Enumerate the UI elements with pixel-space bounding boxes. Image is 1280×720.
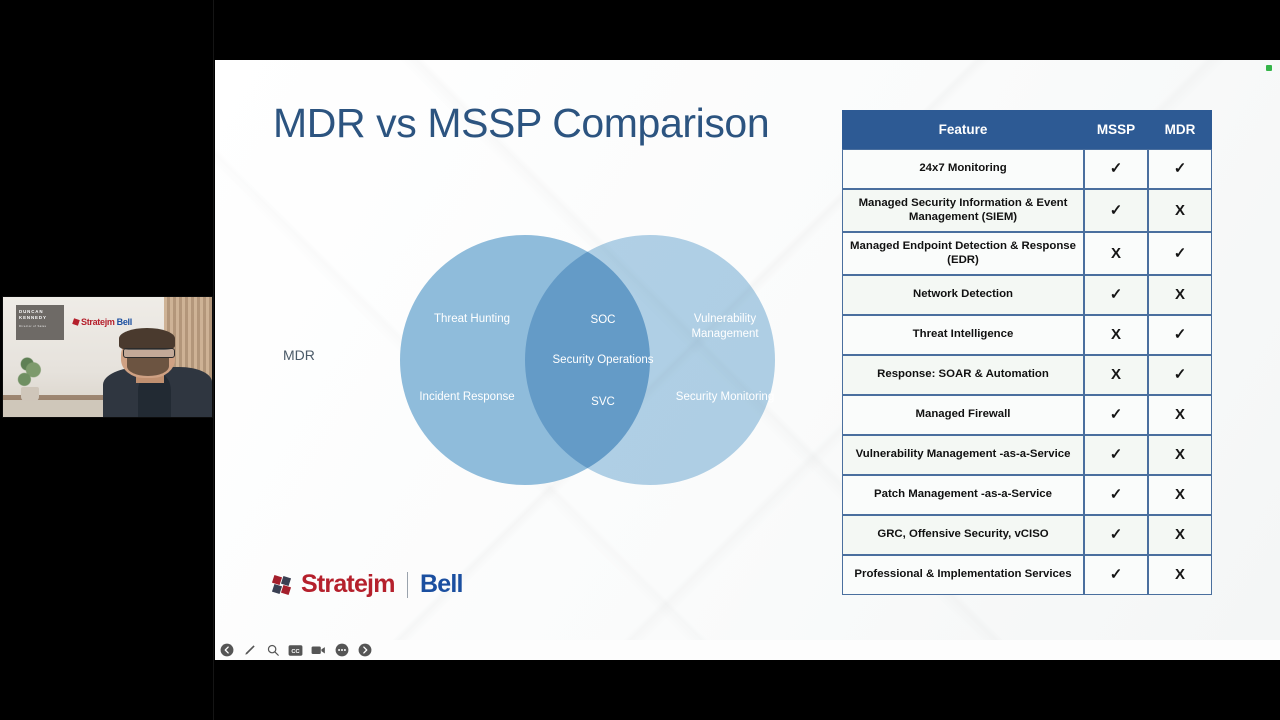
table-row: Network Detection✓X [842,275,1212,315]
search-icon[interactable] [265,643,280,658]
cell-mdr: X [1148,275,1212,315]
cell-mdr: X [1148,515,1212,555]
cell-feature: Managed Endpoint Detection & Response (E… [842,232,1084,275]
table-row: Vulnerability Management -as-a-Service✓X [842,435,1212,475]
cell-mssp: X [1084,355,1148,395]
table-row: Professional & Implementation Services✓X [842,555,1212,595]
cell-mdr: ✓ [1148,232,1212,275]
presenter-first-name: DUNCAN [19,309,44,314]
venn-diagram: MDR MSSP Threat Hunting Incident Respons… [275,235,935,490]
table-row: GRC, Offensive Security, vCISO✓X [842,515,1212,555]
cell-feature: GRC, Offensive Security, vCISO [842,515,1084,555]
cell-mdr: X [1148,435,1212,475]
comparison-table: Feature MSSP MDR 24x7 Monitoring✓✓Manage… [842,110,1212,595]
slide-toolbar: CC [215,640,1280,660]
cell-mssp: ✓ [1084,149,1148,189]
cell-mdr: ✓ [1148,149,1212,189]
cell-mssp: ✓ [1084,275,1148,315]
cell-mssp: ✓ [1084,189,1148,232]
venn-label-vulnerability-management: Vulnerability Management [691,313,759,340]
venn-label-svc: SVC [591,396,615,408]
pen-icon[interactable] [242,643,257,658]
cell-mdr: ✓ [1148,315,1212,355]
participant-video-tile[interactable]: DUNCAN KENNEDY Director of Sales Stratej… [2,296,213,418]
cell-feature: Patch Management -as-a-Service [842,475,1084,515]
table-row: Patch Management -as-a-Service✓X [842,475,1212,515]
presenter-name-card: DUNCAN KENNEDY Director of Sales [16,305,64,340]
table-row: Managed Endpoint Detection & Response (E… [842,232,1212,275]
svg-text:CC: CC [291,649,299,655]
cell-mssp: ✓ [1084,435,1148,475]
stratejm-diamond-icon [271,574,293,595]
cell-mdr: ✓ [1148,355,1212,395]
cell-mdr: X [1148,555,1212,595]
cell-feature: Managed Firewall [842,395,1084,435]
participant-sidebar: DUNCAN KENNEDY Director of Sales Stratej… [0,0,214,720]
cell-mssp: ✓ [1084,555,1148,595]
recording-indicator-icon [1266,65,1272,71]
cell-feature: Network Detection [842,275,1084,315]
table-row: Managed Firewall✓X [842,395,1212,435]
cell-mdr: X [1148,475,1212,515]
cell-mssp: ✓ [1084,515,1148,555]
venn-circle-mssp [525,235,775,485]
back-arrow-icon[interactable] [219,643,234,658]
page-title: MDR vs MSSP Comparison [273,100,770,146]
cell-feature: Threat Intelligence [842,315,1084,355]
cell-feature: Managed Security Information & Event Man… [842,189,1084,232]
presenter-last-name: KENNEDY [19,315,47,320]
video-background-logo: Stratejm Bell [72,317,133,327]
venn-left-label: MDR [283,347,315,363]
cell-mdr: X [1148,395,1212,435]
cell-mssp: X [1084,315,1148,355]
forward-arrow-icon[interactable] [357,643,372,658]
video-background-desk [3,400,133,417]
venn-label-threat-hunting: Threat Hunting [433,313,511,325]
table-body: 24x7 Monitoring✓✓Managed Security Inform… [842,149,1212,595]
venn-label-soc: SOC [590,314,616,326]
presentation-slide: MDR vs MSSP Comparison MDR MSSP Threat H… [215,60,1280,640]
plant-decoration [13,355,47,401]
top-letterbox [215,0,1280,60]
presenter-figure [103,328,212,417]
cell-feature: 24x7 Monitoring [842,149,1084,189]
video-logo-partner: Bell [116,317,133,327]
logo-partner-text: Bell [420,570,463,598]
logo-brand-text: Stratejm [301,570,395,598]
venn-label-incident-response: Incident Response [419,391,515,403]
closed-caption-icon[interactable]: CC [288,643,303,658]
cell-feature: Professional & Implementation Services [842,555,1084,595]
brand-logo: Stratejm Bell [271,570,463,599]
column-header-mssp: MSSP [1084,110,1148,149]
column-header-mdr: MDR [1148,110,1212,149]
glasses-icon [122,348,175,359]
column-header-feature: Feature [842,110,1084,149]
table-header-row: Feature MSSP MDR [842,110,1212,149]
logo-divider [406,571,409,598]
bottom-letterbox [215,660,1280,720]
video-logo-brand: Stratejm [81,317,115,327]
stratejm-mark-icon [72,318,80,326]
cell-mssp: ✓ [1084,475,1148,515]
table-row: 24x7 Monitoring✓✓ [842,149,1212,189]
cell-feature: Vulnerability Management -as-a-Service [842,435,1084,475]
more-options-icon[interactable] [334,643,349,658]
cell-mssp: ✓ [1084,395,1148,435]
table-row: Managed Security Information & Event Man… [842,189,1212,232]
venn-label-security-operations: Security Operations [552,354,654,366]
cell-feature: Response: SOAR & Automation [842,355,1084,395]
presenter-role: Director of Sales [19,324,47,328]
video-camera-icon[interactable] [311,643,326,658]
cell-mssp: X [1084,232,1148,275]
cell-mdr: X [1148,189,1212,232]
venn-label-security-monitoring: Security Monitoring [675,391,775,403]
